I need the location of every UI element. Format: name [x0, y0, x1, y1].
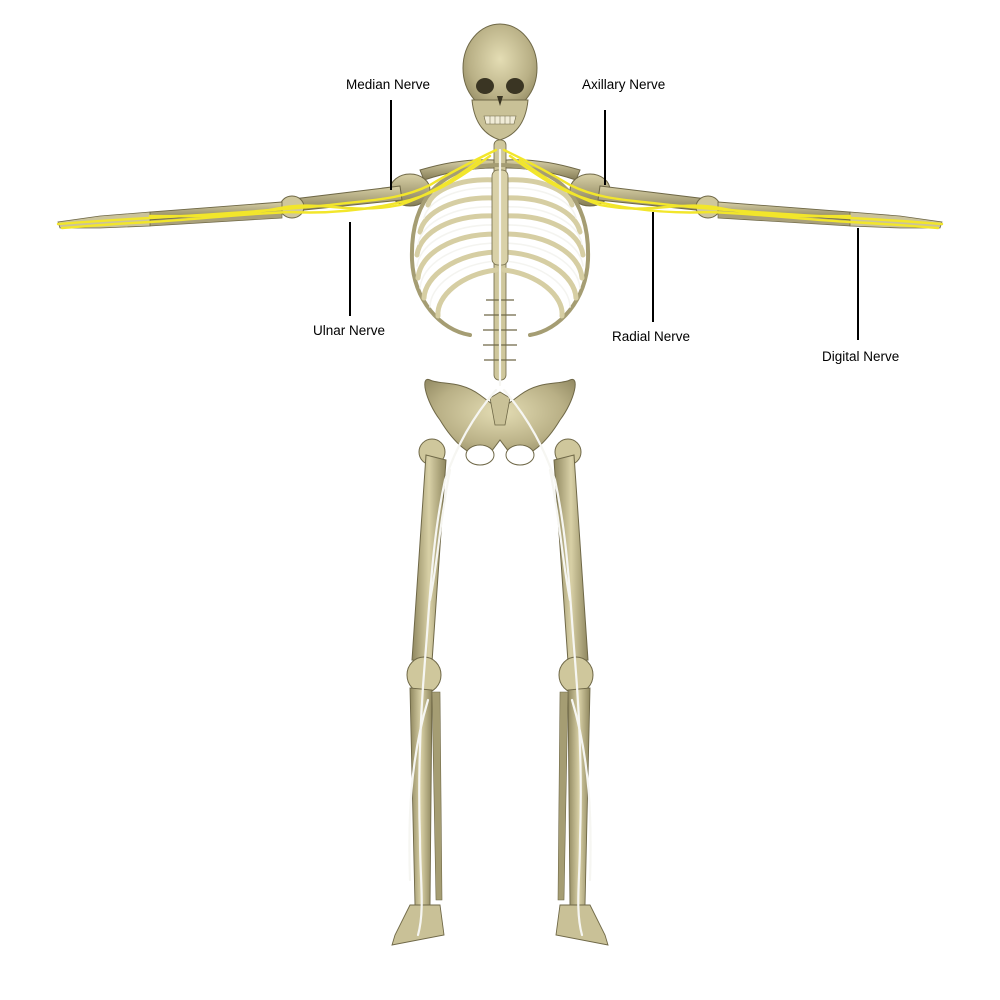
median-nerve-leader: [390, 100, 392, 190]
rib-cage: [409, 163, 591, 337]
ulnar-nerve-label: Ulnar Nerve: [313, 323, 386, 338]
digital-nerve-leader: [857, 228, 859, 340]
other-nerves: [408, 148, 592, 937]
right-leg: [553, 438, 609, 946]
axillary-nerve-label: Axillary Nerve: [582, 77, 666, 92]
radial-nerve-label: Radial Nerve: [612, 329, 691, 344]
skull: [462, 23, 538, 141]
arm-nerves-highlighted: [56, 148, 944, 230]
median-nerve-label: Median Nerve: [346, 77, 431, 92]
digital-nerve-label: Digital Nerve: [822, 349, 900, 364]
axillary-nerve-leader: [604, 110, 606, 185]
pelvis: [424, 378, 576, 466]
ulnar-nerve-leader: [349, 222, 351, 316]
left-leg: [391, 438, 447, 946]
radial-nerve-leader: [652, 212, 654, 322]
